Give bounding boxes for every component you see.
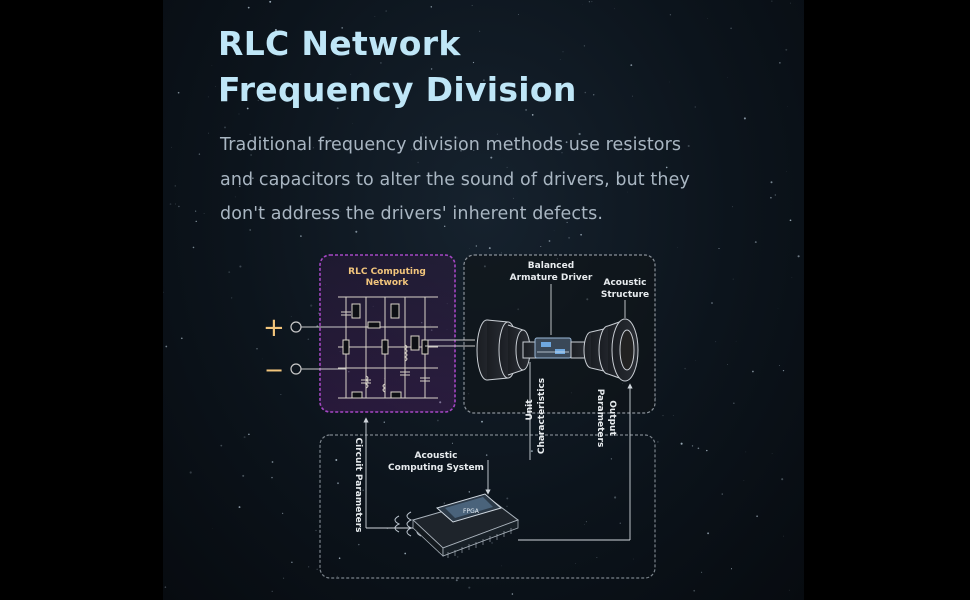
circuit-parameters-label: Circuit Parameters xyxy=(353,437,363,532)
plus-terminal-icon xyxy=(290,321,302,333)
minus-terminal-icon xyxy=(290,363,302,375)
acoustic-system-label-line2: Computing System xyxy=(388,463,484,473)
description-line2: and capacitors to alter the sound of dri… xyxy=(220,170,690,190)
fpga-chip-icon: FPGA xyxy=(394,493,520,558)
acoustic-system-box xyxy=(319,434,656,579)
unit-characteristics-line2: Characteristics xyxy=(537,378,547,454)
rlc-network-box xyxy=(319,254,456,413)
dynamic-driver-icon xyxy=(476,319,538,381)
ba-label-line2: Armature Driver xyxy=(510,273,593,283)
acoustic-structure-label-line1: Acoustic xyxy=(604,278,647,288)
output-parameters-line2: Parameters xyxy=(595,389,605,448)
output-parameters-line1: Output xyxy=(607,400,617,436)
page-title-line1: RLC Network xyxy=(218,24,461,63)
description-line1: Traditional frequency division methods u… xyxy=(220,135,682,155)
rlc-label-line2: Network xyxy=(366,278,410,288)
rlc-circuit-icon xyxy=(338,296,438,399)
description-line3: don't address the drivers' inherent defe… xyxy=(220,204,603,224)
minus-terminal-symbol: − xyxy=(264,356,284,384)
balanced-armature-driver-icon xyxy=(534,337,572,359)
starfield-background xyxy=(163,0,800,600)
acoustic-structure-label-line2: Structure xyxy=(601,290,649,300)
fpga-label: FPGA xyxy=(463,508,480,515)
content-panel: RLC Network Frequency Division Tradition… xyxy=(163,0,804,600)
frequency-division-diagram: RLC Computing Network xyxy=(263,254,656,579)
plus-terminal-symbol: + xyxy=(263,313,285,343)
acoustic-structure-icon xyxy=(570,318,639,382)
unit-characteristics-line1: Unit xyxy=(525,399,535,421)
acoustic-system-label-line1: Acoustic xyxy=(415,451,458,461)
page-title-line2: Frequency Division xyxy=(218,70,577,109)
ba-label-line1: Balanced xyxy=(528,261,574,271)
rlc-label-line1: RLC Computing xyxy=(348,267,426,277)
